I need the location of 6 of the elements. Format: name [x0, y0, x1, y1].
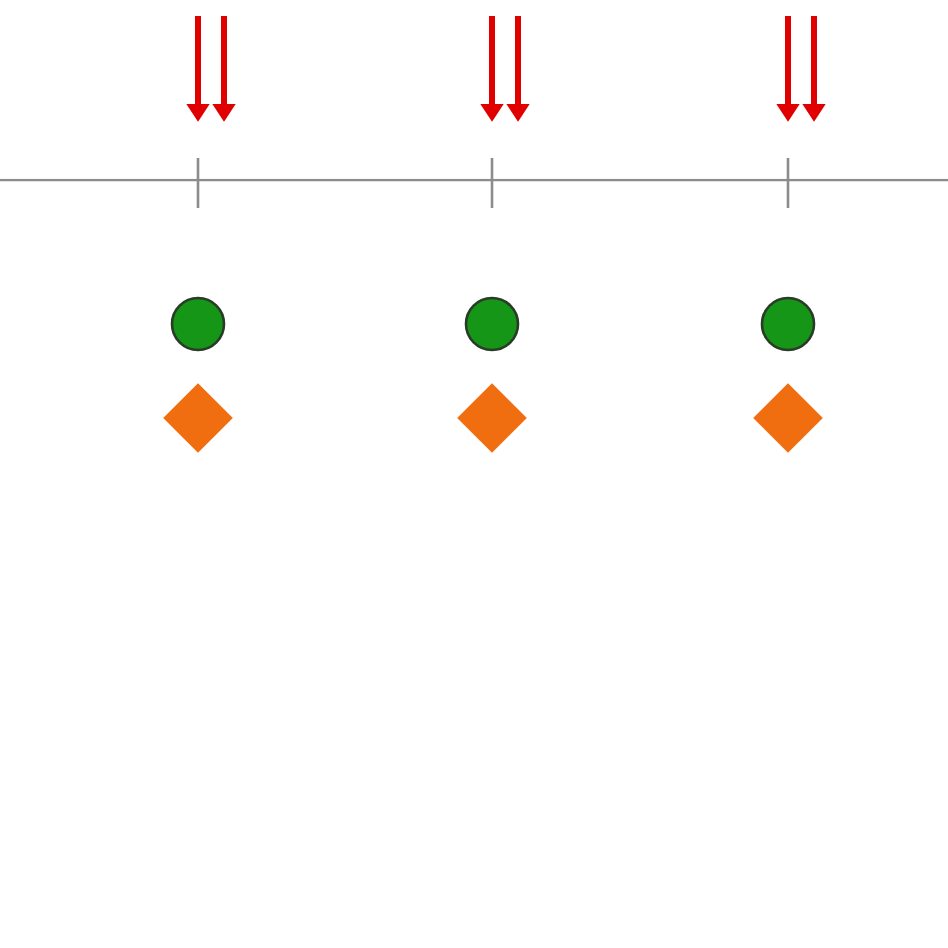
diamond-marker: [753, 383, 823, 453]
diamond-marker: [163, 383, 233, 453]
circle-marker: [464, 296, 520, 352]
circle-marker: [170, 296, 226, 352]
diamond-marker: [457, 383, 527, 453]
circle-marker: [760, 296, 816, 352]
